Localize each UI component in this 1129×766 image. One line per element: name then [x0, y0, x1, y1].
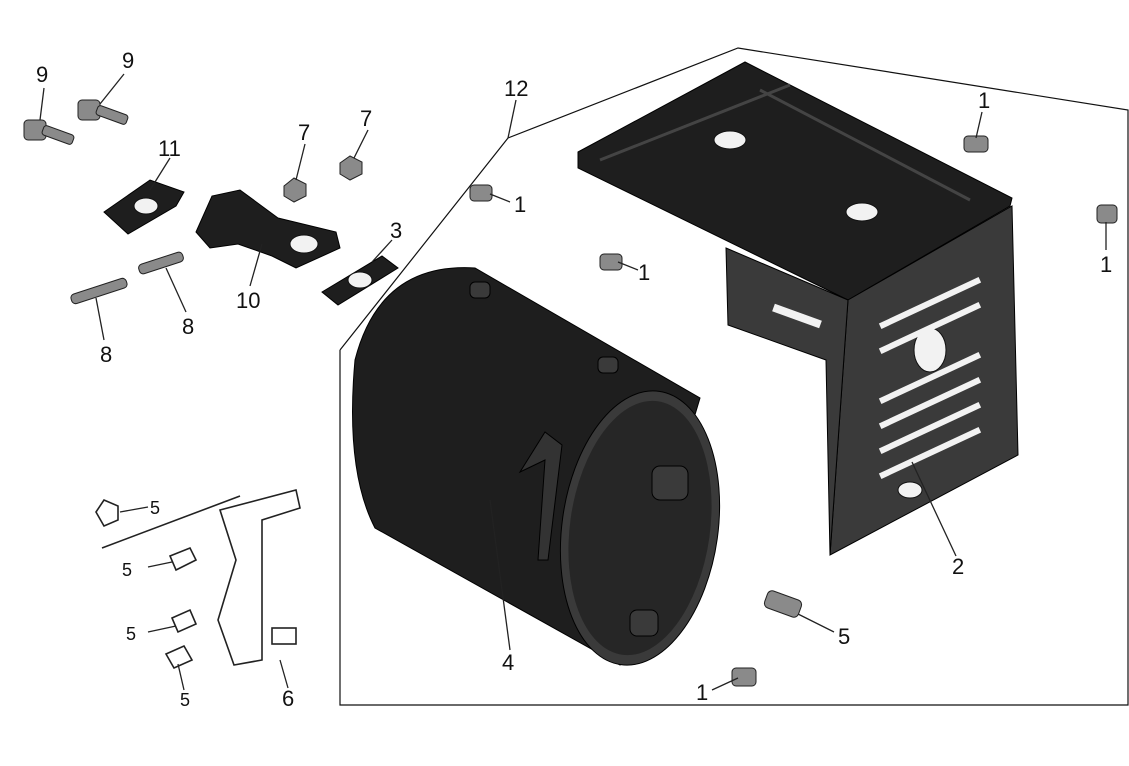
callout-8-b: 8 — [182, 314, 194, 339]
callout-5-d: 5 — [180, 690, 190, 710]
part-gasket-3 — [321, 255, 399, 306]
callout-10: 10 — [236, 288, 260, 313]
callout-9-a: 9 — [36, 62, 48, 87]
part-nut-7-a — [283, 177, 307, 203]
part-stud-8-a — [70, 277, 128, 305]
part-bolt-9-a — [23, 119, 75, 145]
callout-1-e: 1 — [696, 680, 708, 705]
part-heat-shield — [577, 61, 1019, 556]
leader-lines — [39, 73, 1107, 691]
callout-7-a: 7 — [298, 120, 310, 145]
callout-7-b: 7 — [360, 106, 372, 131]
part-bolt-9-b — [77, 99, 129, 125]
part-screw-1-b — [469, 184, 493, 202]
part-muffler — [352, 267, 721, 666]
callout-12: 12 — [504, 76, 528, 101]
callout-1-a: 1 — [978, 88, 990, 113]
callout-5-b: 5 — [122, 560, 132, 580]
callout-8-a: 8 — [100, 342, 112, 367]
part-screw-1-d — [599, 253, 623, 271]
part-bolt-5 — [763, 590, 803, 618]
part-mount-bracket-6 — [95, 489, 301, 670]
part-screw-1-c — [1096, 204, 1118, 224]
part-gasket-11 — [103, 179, 185, 235]
callout-1-c: 1 — [1100, 252, 1112, 277]
callout-5-a: 5 — [150, 498, 160, 518]
callouts: 9 9 11 7 7 3 10 8 8 12 1 1 1 1 2 4 5 1 5… — [36, 48, 1112, 711]
callout-4: 4 — [502, 650, 514, 675]
callout-1-b: 1 — [514, 192, 526, 217]
callout-2: 2 — [952, 554, 964, 579]
callout-5-e: 5 — [838, 624, 850, 649]
callout-3: 3 — [390, 218, 402, 243]
callout-6: 6 — [282, 686, 294, 711]
callout-11: 11 — [158, 136, 181, 161]
part-screw-1-a — [963, 135, 989, 153]
part-exhaust-pipe-10 — [195, 189, 341, 269]
part-nut-7-b — [339, 155, 363, 181]
part-stud-8-b — [138, 251, 184, 275]
callout-5-c: 5 — [126, 624, 136, 644]
callout-9-b: 9 — [122, 48, 134, 73]
callout-1-d: 1 — [638, 260, 650, 285]
part-screw-1-e — [731, 667, 757, 687]
